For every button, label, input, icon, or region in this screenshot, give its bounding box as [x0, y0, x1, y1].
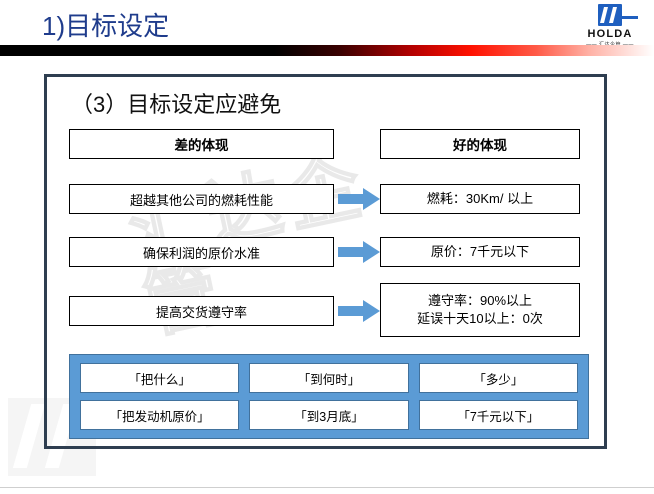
column-header-bad: 差的体现 — [69, 129, 334, 159]
bad-example-box-2: 确保利润的原价水准 — [69, 237, 334, 267]
criteria-chip-when-val: 「到3月底」 — [249, 400, 409, 430]
good-example-line: 遵守率：90%以上 — [427, 293, 533, 309]
section-heading: （3）目标设定应避免 — [71, 92, 282, 117]
arrow-right-icon-3 — [338, 300, 380, 322]
good-example-box-3: 遵守率：90%以上 延误十天10以上：0次 — [380, 283, 580, 337]
header-divider-rule — [0, 45, 654, 56]
holda-logo: HOLDA —— 汇达企管 —— — [578, 4, 642, 48]
criteria-chip-when: 「到何时」 — [249, 363, 409, 393]
criteria-chip-howmuch: 「多少」 — [418, 363, 578, 393]
arrow-right-icon-1 — [338, 188, 380, 210]
good-example-line: 延误十天10以上：0次 — [417, 311, 543, 326]
good-example-box-1: 燃耗：30Km/ 以上 — [380, 184, 580, 214]
holda-wordmark: HOLDA — [587, 28, 633, 40]
good-example-box-2: 原价：7千元以下 — [380, 237, 580, 267]
criteria-chip-what: 「把什么」 — [80, 363, 240, 393]
criteria-chip-howmuch-val: 「7千元以下」 — [418, 400, 578, 430]
bad-example-box-1: 超越其他公司的燃耗性能 — [69, 184, 334, 214]
criteria-panel: 「把什么」 「到何时」 「多少」 「把发动机原价」 「到3月底」 「7千元以下」 — [69, 354, 589, 439]
content-frame: （3）目标设定应避免 差的体现 好的体现 超越其他公司的燃耗性能 燃耗：30Km… — [44, 74, 607, 449]
holda-logo-mark — [598, 4, 638, 26]
page-title: 1)目标设定 — [42, 11, 170, 41]
holda-logo-bar — [620, 16, 638, 19]
criteria-chip-what-val: 「把发动机原价」 — [80, 400, 240, 430]
arrow-right-icon-2 — [338, 241, 380, 263]
good-example-line: 燃耗：30Km/ 以上 — [426, 191, 534, 207]
footer-divider-rule — [0, 487, 654, 488]
good-example-line: 原价：7千元以下 — [430, 244, 530, 260]
bad-example-box-3: 提高交货遵守率 — [69, 296, 334, 326]
column-header-good: 好的体现 — [380, 129, 580, 159]
